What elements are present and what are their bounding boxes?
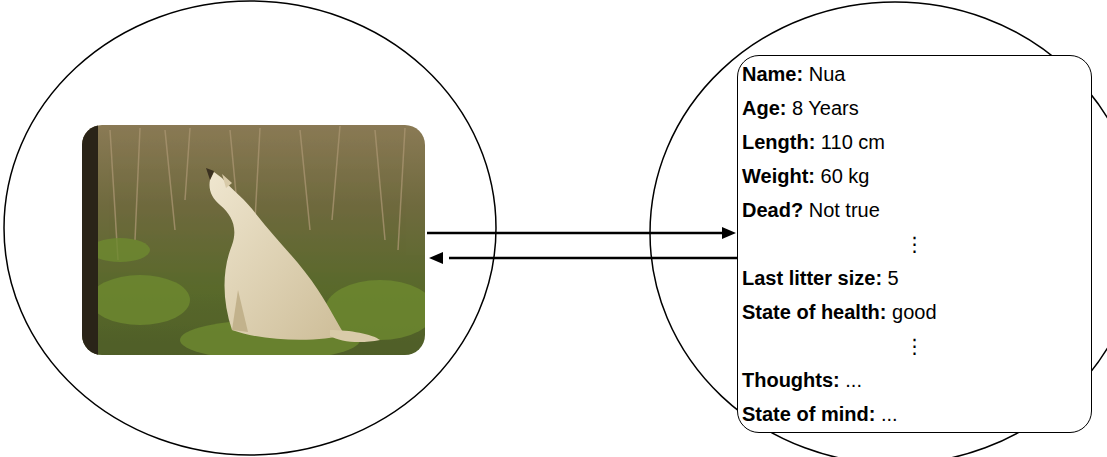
attribute-line: Age: 8 Years (742, 91, 1087, 125)
attribute-line: ⋮ (742, 227, 1087, 261)
wolf-photo (82, 125, 425, 355)
attribute-line: State of health: good (742, 295, 1087, 329)
attribute-line: ⋮ (742, 329, 1087, 363)
attribute-line: Name: Nua (742, 57, 1087, 91)
attribute-line: State of mind: ... (742, 397, 1087, 431)
left-circle (4, 1, 496, 455)
record-box: Name: NuaAge: 8 YearsLength: 110 cmWeigh… (737, 55, 1092, 433)
attribute-line: Weight: 60 kg (742, 159, 1087, 193)
attribute-line: Last litter size: 5 (742, 261, 1087, 295)
right-circle (650, 2, 1107, 457)
attribute-line: Thoughts: ... (742, 363, 1087, 397)
attribute-line: Length: 110 cm (742, 125, 1087, 159)
arrows (427, 227, 737, 264)
attribute-line: Dead? Not true (742, 193, 1087, 227)
